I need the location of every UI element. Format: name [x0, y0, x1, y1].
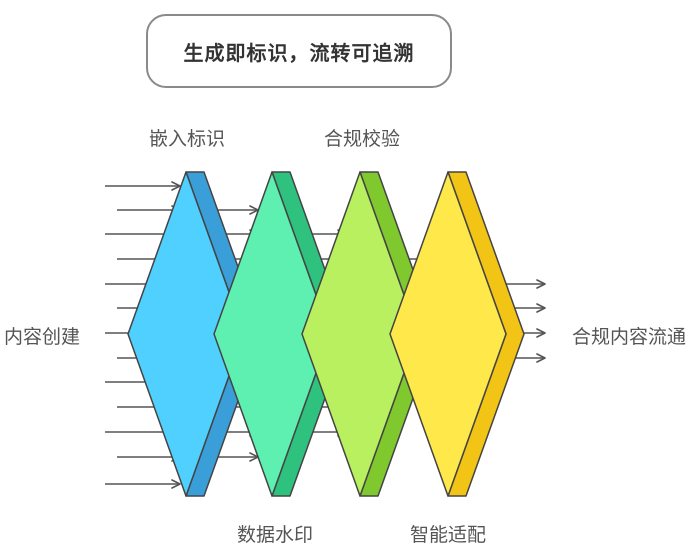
- stage-label-embed-mark: 嵌入标识: [148, 128, 226, 150]
- filter-front-face: [213, 171, 331, 497]
- input-label: 内容创建: [4, 326, 81, 348]
- filter-stage-4: [389, 171, 525, 497]
- filter-front-face: [127, 171, 245, 497]
- stage-label-data-watermark: 数据水印: [236, 524, 314, 546]
- output-label: 合规内容流通: [572, 326, 687, 348]
- filter-front-face: [389, 171, 507, 497]
- stage-label-smart-adapt: 智能适配: [409, 524, 487, 546]
- stage-layer: [127, 171, 525, 497]
- filter-front-face: [301, 171, 419, 497]
- stage-label-compliance-check: 合规校验: [323, 128, 401, 150]
- diagram-title: 生成即标识，流转可追溯: [183, 40, 415, 65]
- title-box: 生成即标识，流转可追溯: [146, 14, 452, 88]
